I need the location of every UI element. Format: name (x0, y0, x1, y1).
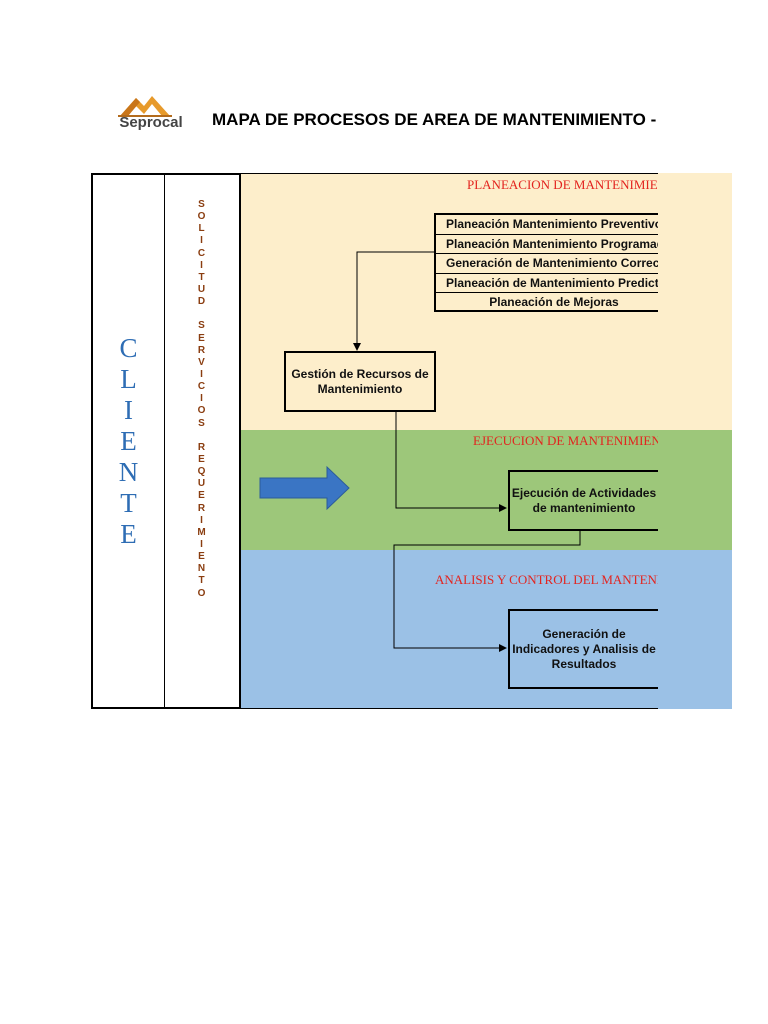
seprocal-logo (118, 96, 172, 117)
solicitud-letter: U (197, 283, 207, 295)
solicitud-letter: E (198, 551, 206, 563)
solicitud-letter: I (200, 259, 204, 271)
plan-item-programado: Planeación Mantenimiento Programado (436, 235, 662, 255)
solicitud-letter: V (198, 356, 206, 368)
cliente-letter: E (120, 519, 137, 549)
solicitud-letter: S (198, 199, 206, 210)
solicitud-letter: O (197, 211, 207, 223)
page-title: MAPA DE PROCESOS DE AREA DE MANTENIMIENT… (212, 110, 657, 129)
solicitud-letter: I (200, 538, 204, 550)
cliente-letter: C (119, 333, 138, 363)
plan-item-correctivo: Generación de Mantenimiento Correctivo (436, 254, 662, 274)
solicitud-letter: C (197, 381, 207, 393)
solicitud-letter: O (197, 405, 207, 417)
cliente-letter: E (120, 426, 137, 456)
cliente-letter: L (120, 364, 137, 394)
ejecucion-band-edge (658, 430, 732, 550)
solicitud-letter: O (197, 587, 207, 599)
plan-item-mejoras: Planeación de Mejoras (489, 295, 619, 310)
cliente-letter: N (118, 457, 139, 487)
solicitud-letter: I (200, 368, 204, 380)
solicitud-letter: S (198, 417, 206, 429)
planeacion-list: Planeación Mantenimiento Preventivo Plan… (434, 213, 664, 312)
solicitud-letter: C (197, 247, 207, 259)
solicitud-letter: R (197, 344, 207, 356)
solicitud-letter (200, 430, 204, 442)
plan-item-preventivo: Planeación Mantenimiento Preventivo (436, 215, 662, 235)
solicitud-letter: L (198, 223, 206, 235)
solicitud-letter: I (200, 235, 204, 247)
logo-text: Seprocal (119, 114, 183, 131)
solicitud-letter: I (200, 514, 204, 526)
cliente-letter: T (120, 488, 137, 518)
solicitud-letter: N (197, 563, 207, 575)
solicitud-letter: R (197, 441, 207, 453)
generacion-indicadores-box: Generación de Indicadores y Analisis de … (508, 609, 660, 689)
solicitud-letter: D (197, 296, 207, 308)
planeacion-title: PLANEACION DE MANTENIMIENTO (467, 177, 657, 192)
solicitud-letter: E (198, 490, 206, 502)
solicitud-letter: R (197, 502, 207, 514)
solicitud-letter: T (198, 575, 206, 587)
solicitud-letter: E (198, 453, 206, 465)
solicitud-letter: T (198, 271, 206, 283)
solicitud-letter: S (198, 320, 206, 332)
solicitud-letter: Q (197, 466, 207, 478)
solicitud-letter: I (200, 393, 204, 405)
solicitud-letter: M (197, 526, 207, 538)
ejecucion-actividades-box: Ejecución de Actividades de mantenimient… (508, 470, 660, 531)
ejecucion-title: EJECUCION DE MANTENIMIENTO (473, 433, 658, 448)
gestion-recursos-box: Gestión de Recursos de Mantenimiento (284, 351, 436, 412)
plan-item-predictivo: Planeación de Mantenimiento Predictivo (436, 274, 662, 294)
solicitud-letter (200, 308, 204, 320)
solicitud-letter: E (198, 332, 206, 344)
cliente-letter: I (124, 395, 133, 425)
solicitud-letter: U (197, 478, 207, 490)
analisis-title: ANALISIS Y CONTROL DEL MANTENIMIENTO (435, 572, 658, 587)
planeacion-band-edge (658, 173, 732, 430)
analisis-band-edge (658, 550, 732, 709)
